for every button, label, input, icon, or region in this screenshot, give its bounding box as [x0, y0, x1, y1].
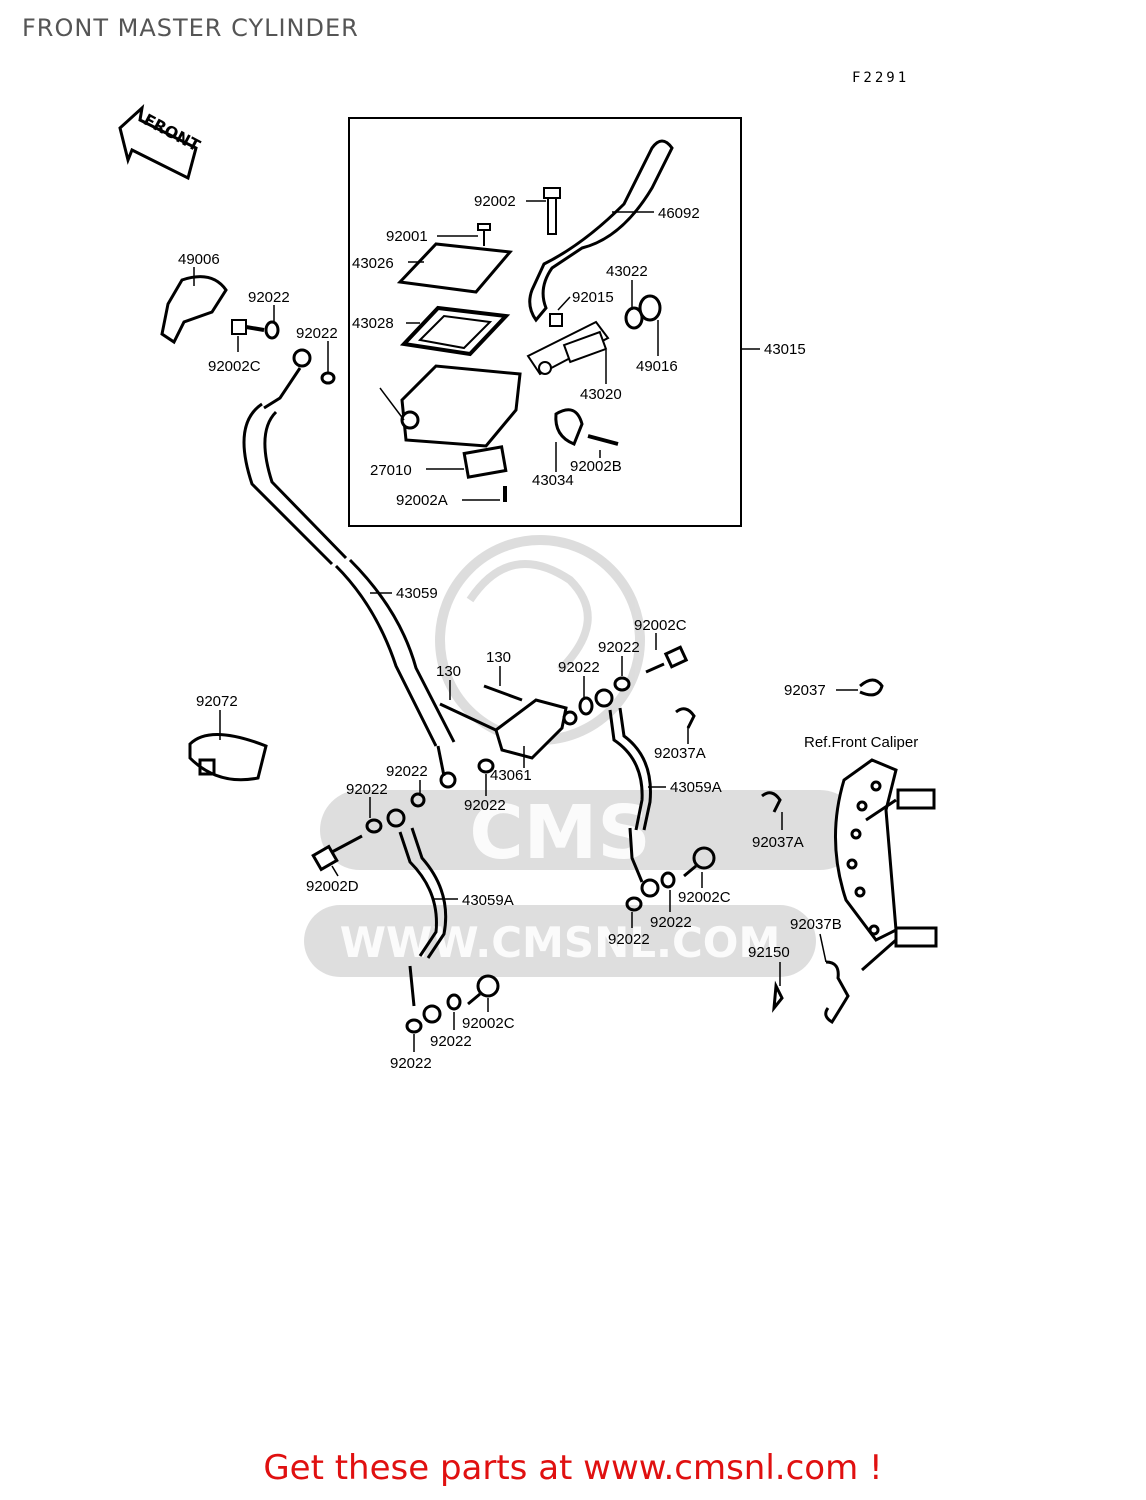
hose-cover [160, 275, 228, 345]
brake-switch [462, 445, 508, 479]
watermark-brand: CMS [469, 790, 650, 876]
part-label: 43015 [764, 341, 806, 358]
part-label: 43059A [670, 779, 722, 796]
part-label: 43026 [352, 255, 394, 272]
cms-watermark [304, 535, 860, 977]
part-label: 92022 [558, 659, 600, 676]
part-label: 43020 [580, 386, 622, 403]
clamp [554, 408, 584, 446]
part-label: 92001 [386, 228, 428, 245]
part-label: 92002C [208, 358, 261, 375]
banjo-bolt-d [311, 834, 363, 872]
part-label: 92022 [386, 763, 428, 780]
front-arrow-icon: FRONT [118, 103, 203, 181]
banjo-bolt-c [613, 645, 689, 692]
part-label: 130 [486, 649, 511, 666]
watermark-url: WWW.CMSNL.COM [340, 918, 781, 967]
pivot-bolt [543, 187, 561, 235]
part-label: 92022 [248, 289, 290, 306]
part-label: 92150 [748, 944, 790, 961]
part-label: 92002D [306, 878, 359, 895]
brake-hose-right [594, 688, 716, 912]
hose-clips [675, 678, 884, 1025]
ref-caliper-label: Ref.Front Caliper [804, 734, 918, 751]
part-label: 46092 [658, 205, 700, 222]
caliper-bracket [834, 758, 938, 972]
master-cylinder-body [400, 364, 522, 448]
part-label: 92022 [430, 1033, 472, 1050]
part-label: 27010 [370, 462, 412, 479]
part-label: 92022 [296, 325, 338, 342]
brake-hose-joint [439, 684, 594, 774]
part-label: 92022 [650, 914, 692, 931]
part-label: 92022 [390, 1055, 432, 1072]
part-label: 92037A [752, 834, 804, 851]
piston-assembly [526, 320, 610, 376]
part-label: 43059 [396, 585, 438, 602]
part-label: 49006 [178, 251, 220, 268]
part-label: 43034 [532, 472, 574, 489]
part-label: 49016 [636, 358, 678, 375]
part-label: 92022 [598, 639, 640, 656]
reservoir-cap [396, 242, 513, 294]
part-label: 92002C [634, 617, 687, 634]
figure-code: F2291 [852, 70, 909, 86]
part-label: 43022 [606, 263, 648, 280]
part-label: 92015 [572, 289, 614, 306]
lever-nut [549, 313, 563, 327]
part-label: 92022 [608, 931, 650, 948]
part-label: 92022 [346, 781, 388, 798]
part-labels: 92002 46092 92001 43026 43022 49006 9202… [178, 193, 918, 1072]
brake-lever [528, 139, 674, 323]
part-label: 92002 [474, 193, 516, 210]
part-label: 43059A [462, 892, 514, 909]
hose-clamp [188, 733, 268, 782]
part-label: 92037 [784, 682, 826, 699]
part-label: 43028 [352, 315, 394, 332]
cap-screw [477, 223, 491, 246]
part-label: 92002B [570, 458, 622, 475]
brake-hose-main [242, 348, 457, 789]
part-label: 92002A [396, 492, 448, 509]
part-label: 92037A [654, 745, 706, 762]
page-title: FRONT MASTER CYLINDER [22, 14, 359, 42]
part-label: 43061 [490, 767, 532, 784]
part-label: 92002C [678, 889, 731, 906]
footer-link[interactable]: Get these parts at www.cmsnl.com ! [263, 1448, 883, 1488]
parts-diagram: CMS WWW.CMSNL.COM F2291 FRONT [118, 70, 938, 1072]
leader-lines [193, 200, 858, 1052]
brake-hose-left [365, 792, 500, 1034]
part-label: 92072 [196, 693, 238, 710]
part-label: 92002C [462, 1015, 515, 1032]
part-label: 130 [436, 663, 461, 680]
part-label: 92022 [464, 797, 506, 814]
part-label: 92037B [790, 916, 842, 933]
master-cylinder-box [348, 117, 742, 527]
